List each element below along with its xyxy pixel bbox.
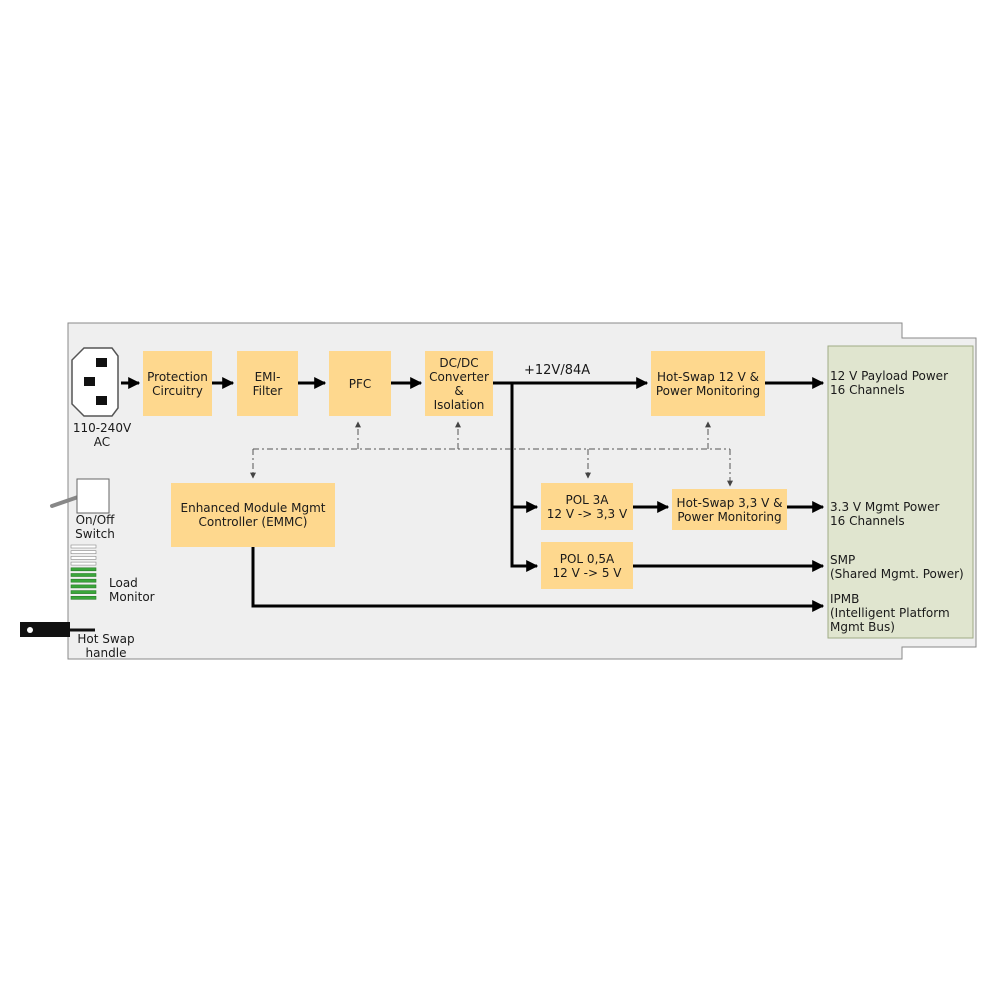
emi-filter-block: EMI- Filter — [237, 351, 298, 416]
load-led — [70, 550, 97, 555]
emmc-block: Enhanced Module Mgmt Controller (EMMC) — [171, 483, 335, 547]
ac-inlet-icon — [71, 347, 119, 417]
output-ipmb: IPMB (Intelligent Platform Mgmt Bus) — [830, 592, 950, 634]
hot-swap-12v-label: Hot-Swap 12 V & Power Monitoring — [655, 369, 761, 398]
protection-circuitry-label: Protection Circuitry — [147, 369, 208, 398]
ac-input-label: 110-240V AC — [72, 421, 132, 449]
pfc-label: PFC — [348, 376, 372, 391]
load-led — [70, 595, 97, 600]
hot-swap-3v3-block: Hot-Swap 3,3 V & Power Monitoring — [672, 489, 787, 530]
output-payload-power: 12 V Payload Power 16 Channels — [830, 369, 949, 397]
load-led — [70, 556, 97, 560]
dcdc-converter-label: DC/DC Converter & Isolation — [429, 355, 489, 412]
pol-3a-label: POL 3A 12 V -> 3,3 V — [546, 492, 628, 521]
load-led — [70, 544, 97, 549]
pfc-block: PFC — [329, 351, 391, 416]
dcdc-converter-block: DC/DC Converter & Isolation — [425, 351, 493, 416]
pol-3a-block: POL 3A 12 V -> 3,3 V — [541, 483, 633, 530]
hot-swap-handle-label: Hot Swap handle — [77, 632, 135, 660]
emmc-label: Enhanced Module Mgmt Controller (EMMC) — [180, 501, 326, 529]
load-led — [70, 590, 97, 594]
load-monitor-label: Load Monitor — [109, 576, 155, 604]
load-led — [70, 561, 97, 566]
emi-filter-label: EMI- Filter — [252, 369, 283, 398]
power-path-arrows — [121, 377, 825, 612]
output-mgmt-power: 3.3 V Mgmt Power 16 Channels — [830, 500, 940, 528]
pol-05a-label: POL 0,5A 12 V -> 5 V — [552, 551, 622, 580]
output-smp: SMP (Shared Mgmt. Power) — [830, 553, 964, 581]
hot-swap-3v3-label: Hot-Swap 3,3 V & Power Monitoring — [676, 495, 783, 524]
hot-swap-12v-block: Hot-Swap 12 V & Power Monitoring — [651, 351, 765, 416]
load-led — [70, 578, 97, 583]
pol-05a-block: POL 0,5A 12 V -> 5 V — [541, 542, 633, 589]
protection-circuitry-block: Protection Circuitry — [143, 351, 212, 416]
bus-voltage-label: +12V/84A — [524, 363, 591, 378]
load-monitor-leds — [70, 544, 97, 600]
management-bus-dashed — [250, 421, 733, 487]
load-led — [70, 567, 97, 572]
load-led — [70, 573, 97, 577]
toggle-switch-icon[interactable] — [50, 478, 110, 514]
load-led — [70, 584, 97, 589]
edge-connector — [827, 345, 974, 639]
hot-swap-handle-icon[interactable] — [20, 622, 95, 637]
switch-label: On/Off Switch — [75, 513, 115, 541]
